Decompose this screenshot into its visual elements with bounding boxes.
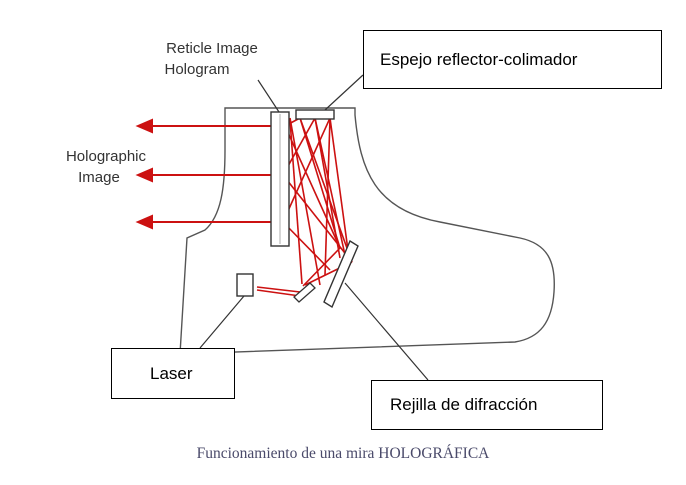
leader-reticle (257, 79, 280, 113)
leader-espejo (324, 74, 364, 111)
figure-caption: Funcionamiento de una mira HOLOGRÁFICA (196, 445, 490, 462)
leader-laser (199, 295, 245, 349)
callout-laser: Laser (111, 348, 235, 399)
arrowhead-middle (135, 167, 153, 183)
callout-rejilla-difraccion: Rejilla de difracción (371, 380, 603, 430)
label-holographic-image-line1: Holographic (66, 148, 147, 165)
callout-espejo-text: Espejo reflector-colimador (380, 49, 578, 69)
projected-beams (135, 118, 278, 230)
leader-lines (199, 74, 429, 381)
label-holographic-image-line2: Image (78, 169, 120, 186)
folding-mirror (293, 282, 316, 303)
label-reticle-hologram-line1: Reticle Image (166, 40, 258, 57)
label-reticle-hologram-line2: Hologram (164, 61, 229, 78)
sight-housing-outline (179, 107, 555, 355)
collimator-mirror (295, 109, 335, 120)
arrowhead-bottom (135, 214, 153, 230)
callout-laser-text: Laser (150, 363, 193, 383)
callout-rejilla-text: Rejilla de difracción (390, 395, 538, 414)
arrowhead-top (135, 118, 153, 134)
callout-espejo-reflector: Espejo reflector-colimador (363, 30, 662, 89)
leader-rejilla (344, 282, 429, 381)
laser-diode (236, 273, 254, 297)
diffraction-grating (323, 239, 359, 309)
